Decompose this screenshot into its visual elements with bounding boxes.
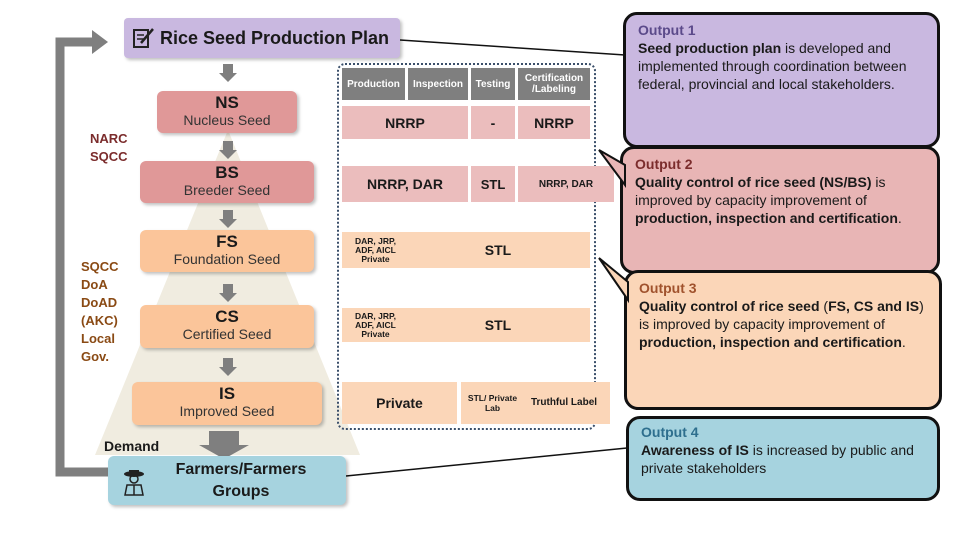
cs-production: DAR, JRP, ADF, AICL Private xyxy=(342,308,409,342)
output-title: Output 4 xyxy=(641,424,699,440)
flow-arrow-down xyxy=(219,141,237,159)
stage-bs: BS Breeder Seed xyxy=(140,161,314,203)
agency-name: DoA xyxy=(81,277,108,292)
stage-abbr: NS xyxy=(215,93,239,112)
bs-certification: NRRP, DAR xyxy=(518,166,614,202)
agency-name: Gov. xyxy=(81,349,109,364)
agencies-fs-cs-is: SQCC DoA DoAD (AKC) Local Gov. xyxy=(81,258,119,366)
stage-abbr: CS xyxy=(215,307,239,326)
farmer-icon xyxy=(124,470,144,496)
output-title: Output 1 xyxy=(638,22,696,38)
agencies-ns-bs: NARC SQCC xyxy=(90,130,128,166)
is-certification: Truthful Label xyxy=(518,382,610,424)
is-production: Private xyxy=(342,382,457,424)
stage-name: Nucleus Seed xyxy=(183,112,271,128)
stage-ns: NS Nucleus Seed xyxy=(157,91,297,133)
output-2-callout: Output 2 Quality control of rice seed (N… xyxy=(620,146,940,274)
output-title: Output 2 xyxy=(635,156,693,172)
fs-inspection-testing-certification: STL xyxy=(406,232,590,268)
flow-arrow-down xyxy=(219,210,237,228)
output-text: . xyxy=(901,334,906,350)
is-testing: STL/ Private Lab xyxy=(461,382,524,424)
output-text: ( xyxy=(819,298,829,314)
production-plan-label: Rice Seed Production Plan xyxy=(160,27,390,48)
header-production: Production xyxy=(342,68,405,100)
demand-arrow xyxy=(199,431,249,461)
stage-cs: CS Certified Seed xyxy=(140,305,314,348)
stage-name: Breeder Seed xyxy=(183,182,271,198)
output-text: ) is improved by capacity improvement of xyxy=(639,298,924,332)
output-title: Output 3 xyxy=(639,280,697,296)
output-text: is increased by public and private stake… xyxy=(641,442,914,476)
stage-fs: FS Foundation Seed xyxy=(140,230,314,272)
output-1-callout: Output 1 Seed production plan is develop… xyxy=(623,12,940,148)
stage-abbr: IS xyxy=(218,384,236,403)
header-testing: Testing xyxy=(471,68,515,100)
stage-name: Improved Seed xyxy=(179,403,275,419)
header-inspection: Inspection xyxy=(408,68,468,100)
ns-testing: - xyxy=(471,106,515,139)
demand-label: Demand xyxy=(104,438,160,454)
bs-testing: STL xyxy=(471,166,515,202)
stage-abbr: FS xyxy=(216,232,238,251)
output-emphasis: production, inspection and certification xyxy=(639,334,902,350)
agency-name: NARC xyxy=(90,131,128,146)
output-emphasis: Seed production plan xyxy=(638,40,782,56)
agency-name: (AKC) xyxy=(81,313,118,328)
farmers-label: Farmers/Farmers Groups xyxy=(175,461,307,500)
flow-arrow-down xyxy=(219,358,237,376)
output-emphasis: Quality control of rice seed xyxy=(639,298,820,314)
output-emphasis: Quality control of rice seed (NS/BS) xyxy=(635,174,872,190)
cs-inspection-testing-certification: STL xyxy=(406,308,590,342)
flow-arrow-down xyxy=(219,284,237,302)
stage-is: IS Improved Seed xyxy=(132,382,322,425)
stage-name: Foundation Seed xyxy=(173,251,281,267)
edit-document-icon xyxy=(133,28,154,48)
header-certification: Certification /Labeling xyxy=(518,68,590,100)
ns-production: NRRP xyxy=(342,106,468,139)
ns-certification: NRRP xyxy=(518,106,590,139)
output-4-callout: Output 4 Awareness of IS is increased by… xyxy=(626,416,940,501)
production-plan-box: Rice Seed Production Plan xyxy=(124,18,400,58)
output-text: is developed and implemented through coo… xyxy=(638,40,907,92)
flow-arrow-down xyxy=(219,64,237,82)
output-text: is improved by capacity improvement of xyxy=(635,174,886,208)
stage-name: Certified Seed xyxy=(182,326,272,342)
output-emphasis: FS, CS and IS xyxy=(828,298,920,314)
output-3-callout: Output 3 Quality control of rice seed (F… xyxy=(624,270,942,410)
seed-system-table xyxy=(337,63,596,430)
agency-name: Local xyxy=(81,331,115,346)
output-text: . xyxy=(897,210,902,226)
agency-name: SQCC xyxy=(90,149,128,164)
agency-name: SQCC xyxy=(81,259,119,274)
output-emphasis: Awareness of IS xyxy=(641,442,749,458)
fs-production: DAR, JRP, ADF, AICL Private xyxy=(342,232,409,268)
farmers-box: Farmers/Farmers Groups xyxy=(108,456,346,505)
output-emphasis: production, inspection and certification xyxy=(635,210,898,226)
agency-name: DoAD xyxy=(81,295,118,310)
stage-abbr: BS xyxy=(215,163,239,182)
bs-production: NRRP, DAR xyxy=(342,166,468,202)
